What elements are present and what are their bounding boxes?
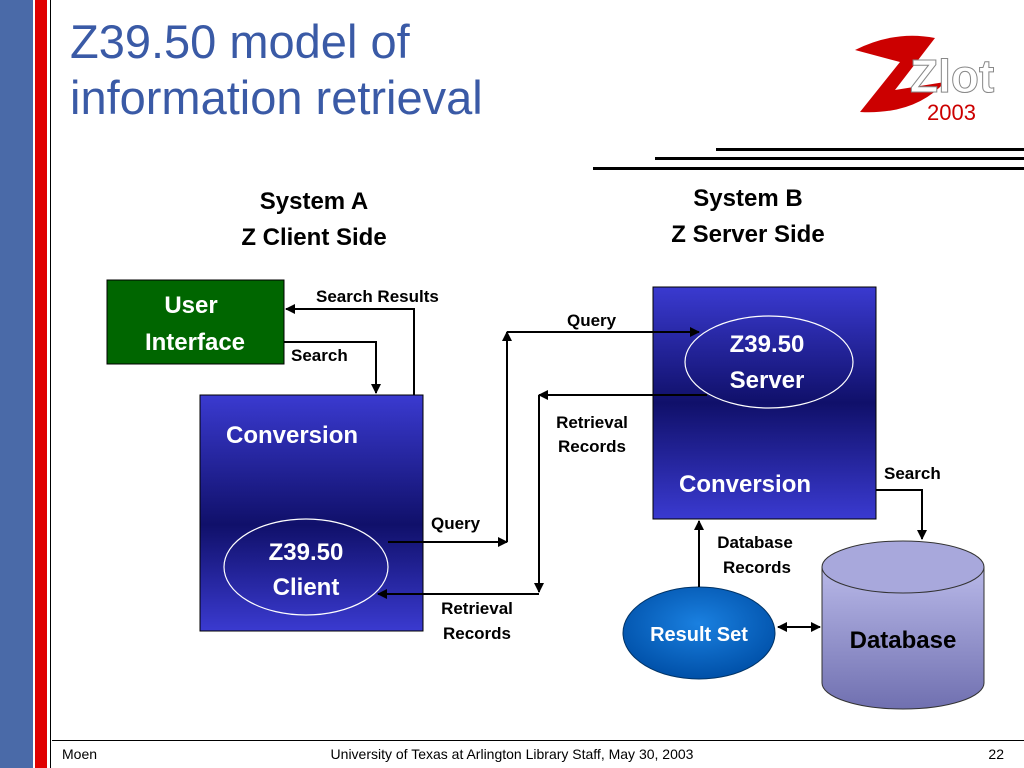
server-box: Z39.50 Server Conversion <box>652 286 877 520</box>
query-top-label: Query <box>567 311 617 330</box>
database-records-label-line1: Database <box>717 533 793 552</box>
z3950-diagram: System A Z Client Side System B Z Server… <box>106 185 985 710</box>
decor-rule-3 <box>593 167 1024 170</box>
system-a-line2: Z Client Side <box>241 224 386 251</box>
search-db-arrow <box>876 489 927 540</box>
result-set-label: Result Set <box>650 624 748 646</box>
search-results-arrow <box>285 304 415 395</box>
client-conversion-label: Conversion <box>226 422 358 449</box>
search-ui-label: Search <box>291 346 348 365</box>
client-line2: Client <box>273 574 340 601</box>
slide-title: Z39.50 model of information retrieval <box>70 15 483 124</box>
server-ellipse <box>684 315 854 409</box>
server-line2: Server <box>730 367 805 394</box>
client-box: Conversion Z39.50 Client <box>199 394 424 632</box>
retrieval-bottom-label-line1: Retrieval <box>441 599 513 618</box>
search-ui-arrow <box>284 341 381 394</box>
footer-divider <box>52 740 1024 741</box>
side-bar-red <box>35 0 47 768</box>
logo-text: Zlot <box>910 50 994 102</box>
user-interface-box: User Interface <box>106 279 285 365</box>
decor-rule-1 <box>716 148 1024 151</box>
database-cylinder: Database <box>821 540 985 710</box>
result-set-node: Result Set <box>622 586 776 680</box>
database-label: Database <box>850 627 957 654</box>
user-interface-line2: Interface <box>145 329 245 356</box>
system-b-line2: Z Server Side <box>671 221 824 248</box>
decor-rule-2 <box>655 157 1024 160</box>
zlot-logo: Zlot 2003 <box>855 35 995 125</box>
user-interface-line1: User <box>164 292 217 319</box>
side-bar-blue <box>0 0 33 768</box>
footer-page-number: 22 <box>988 746 1004 762</box>
logo-year: 2003 <box>927 100 976 125</box>
client-ellipse <box>223 518 389 616</box>
server-line1: Z39.50 <box>730 331 805 358</box>
retrieval-top-label-line2: Records <box>558 437 626 456</box>
search-db-label: Search <box>884 464 941 483</box>
search-results-label: Search Results <box>316 287 439 306</box>
retrieval-bottom-label-line2: Records <box>443 624 511 643</box>
footer-author: Moen <box>62 746 98 762</box>
retrieval-top-label-line1: Retrieval <box>556 413 628 432</box>
server-conversion-label: Conversion <box>679 471 811 498</box>
database-records-label-line2: Records <box>723 558 791 577</box>
side-bar-line <box>50 0 51 768</box>
footer-event: University of Texas at Arlington Library… <box>330 746 694 762</box>
system-b-line1: System B <box>693 185 802 212</box>
query-bottom-label: Query <box>431 514 481 533</box>
system-a-line1: System A <box>260 188 369 215</box>
client-line1: Z39.50 <box>269 539 344 566</box>
